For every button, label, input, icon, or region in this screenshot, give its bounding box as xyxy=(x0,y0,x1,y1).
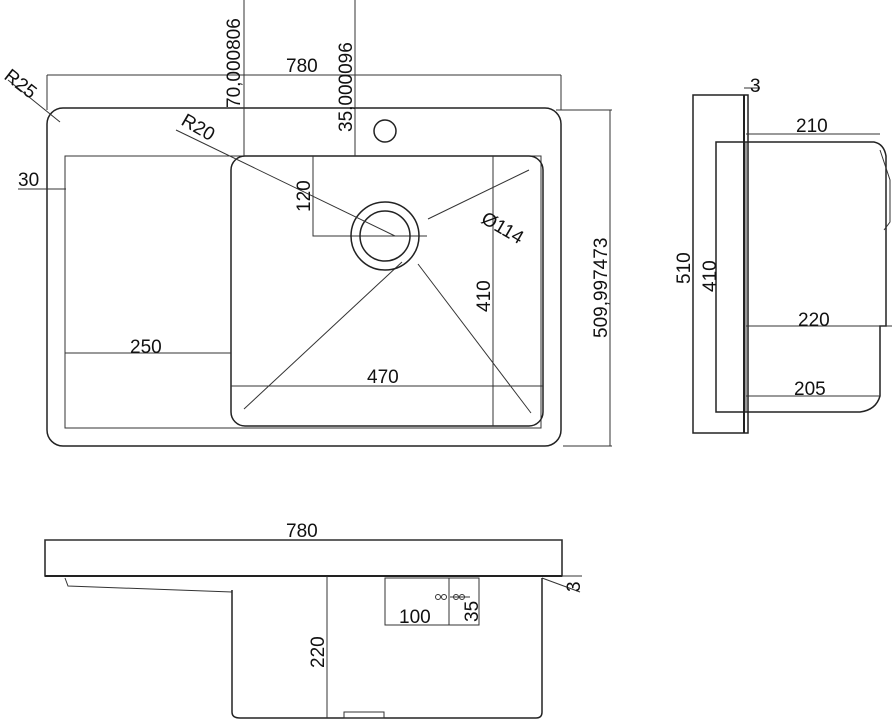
drain-offset-box xyxy=(312,156,427,237)
corner-radius-label: R25 xyxy=(0,65,40,103)
bowl-depth-label: 410 xyxy=(474,280,495,312)
top-height-label: 509,997473 xyxy=(591,238,612,338)
sink-outline xyxy=(46,107,562,447)
bowl-slope-3 xyxy=(427,169,530,220)
rim-label: 30 xyxy=(18,170,39,191)
drain-offset-y-label: 120 xyxy=(294,180,315,212)
front-thickness-label: 3 xyxy=(564,581,585,592)
front-width-label: 780 xyxy=(286,521,318,542)
tap-offset-label: 35,000096 xyxy=(336,42,357,132)
side-mid-width-label: 220 xyxy=(798,310,830,331)
front-view: 780 3 220 100 35 xyxy=(44,521,585,719)
bowl-slope-1 xyxy=(243,261,403,410)
r20-leader xyxy=(175,129,396,237)
front-top-slab xyxy=(44,539,563,577)
top-view: 780 70,000806 35,000096 R25 R20 Ø114 120… xyxy=(0,0,612,447)
drain-offset-x-label: 70,000806 xyxy=(224,18,245,108)
side-outer xyxy=(692,94,749,434)
side-bowl xyxy=(715,141,887,413)
front-overflow-outer xyxy=(448,577,480,626)
side-bracket xyxy=(879,149,891,231)
front-drain-stub xyxy=(343,711,385,719)
tap-hole xyxy=(373,119,397,143)
drain-diameter-label: Ø114 xyxy=(478,208,528,249)
r25-leader xyxy=(7,79,61,123)
bowl-outline xyxy=(230,155,544,427)
side-bottom-width-label: 205 xyxy=(794,379,826,400)
front-right-edge xyxy=(541,577,581,593)
front-overflow-offset-label: 35 xyxy=(462,601,483,622)
side-bowl-height-label: 410 xyxy=(700,260,721,292)
front-drainboard-edge xyxy=(64,577,233,593)
top-width-label: 780 xyxy=(286,56,318,77)
overflow-holes xyxy=(435,594,470,600)
front-bowl xyxy=(231,578,543,719)
side-top-width-label: 210 xyxy=(796,116,828,137)
side-view: 3 210 510 410 220 205 xyxy=(674,76,892,434)
side-thickness-label: 3 xyxy=(750,76,761,97)
drain-inner xyxy=(359,210,411,262)
bowl-slope-2 xyxy=(417,263,532,414)
drain-outer xyxy=(350,201,420,271)
bowl-width-label: 470 xyxy=(367,367,399,388)
side-outer-height-label: 510 xyxy=(674,252,695,284)
drainboard-width-label: 250 xyxy=(130,337,162,358)
front-depth-label: 220 xyxy=(308,636,329,668)
front-overflow-width-label: 100 xyxy=(399,607,431,628)
